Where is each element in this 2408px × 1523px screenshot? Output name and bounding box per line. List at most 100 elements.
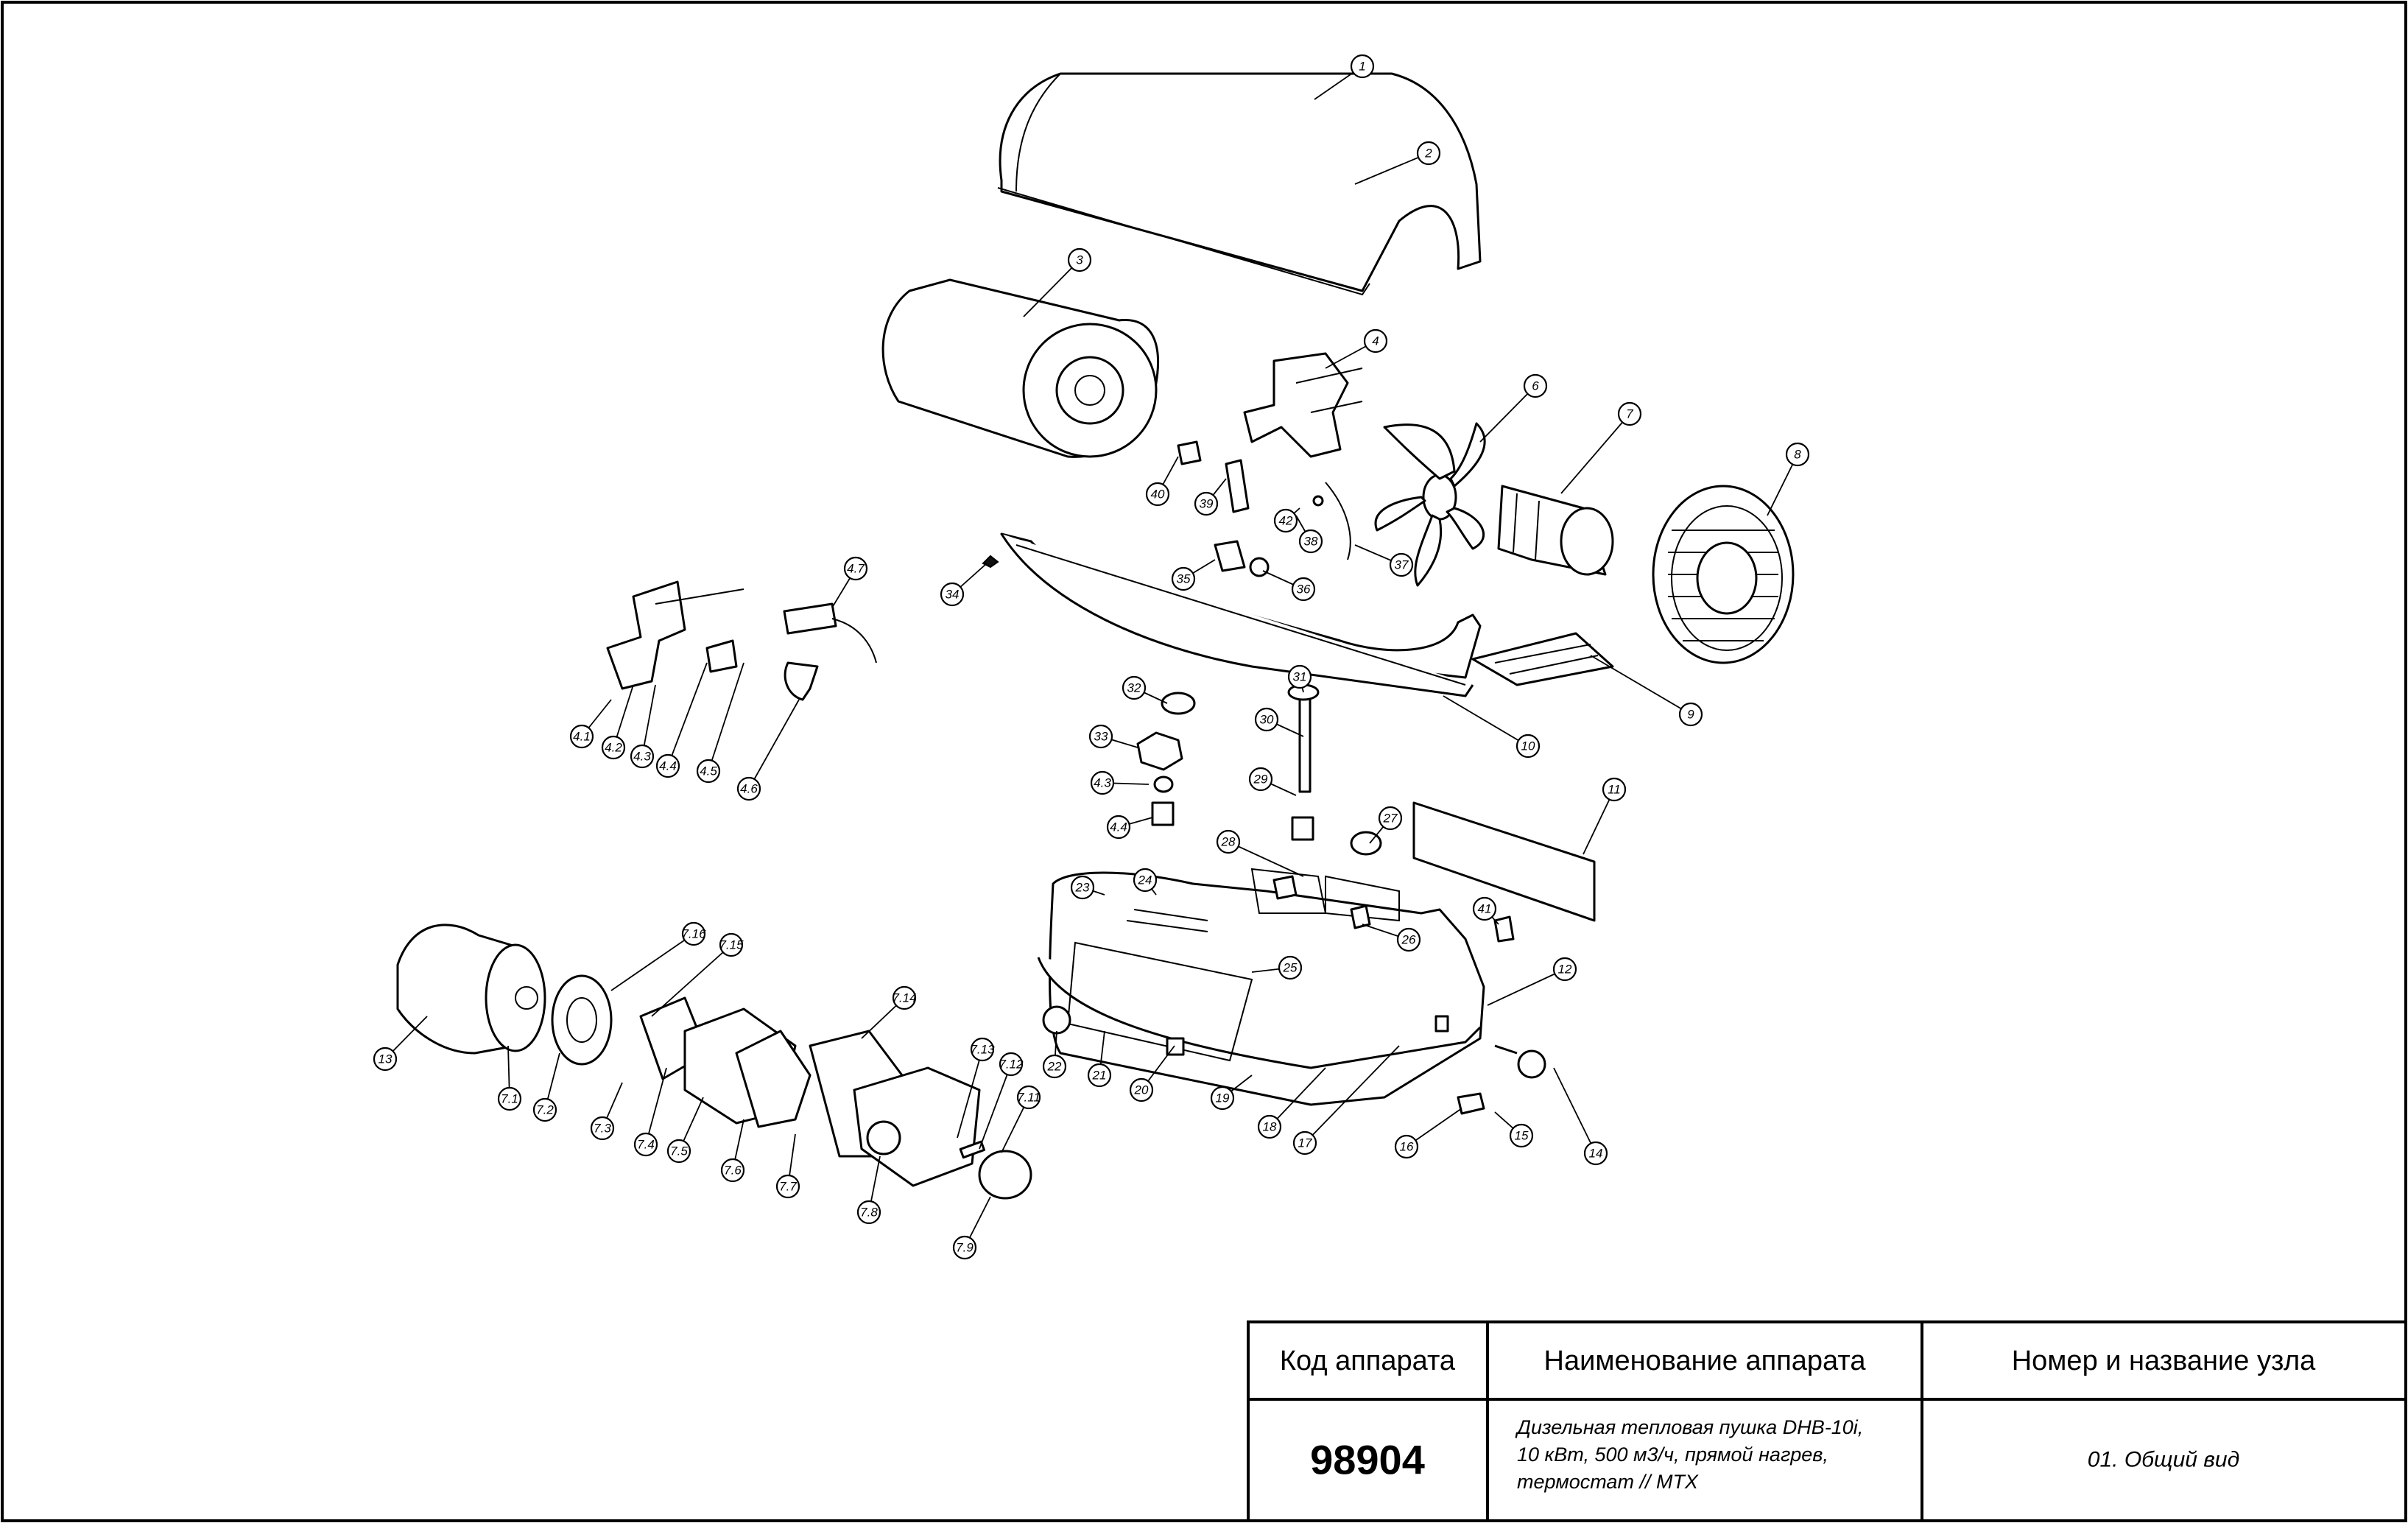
callout-circle [1292,1130,1317,1156]
callout-17: 17 [1292,1045,1400,1156]
callout-11: 11 [1583,777,1627,855]
callout-label: 35 [1177,572,1191,586]
callout-circle [1509,1123,1534,1148]
callout-circle [590,1116,615,1141]
callout-circle [843,556,868,581]
callout-label: 17 [1298,1136,1312,1150]
callout-label: 4.7 [847,562,865,576]
callout-circle [1350,54,1375,79]
callout-label: 28 [1221,835,1236,849]
callout-7-5: 7.5 [666,1097,704,1164]
callout-label: 16 [1400,1140,1414,1154]
callout-circle [940,582,965,607]
callout-39: 39 [1194,478,1227,516]
callout-circle [999,1052,1024,1077]
callout-circle [720,1158,745,1183]
callout-circle [601,735,626,760]
callout-label: 21 [1092,1069,1107,1083]
callout-label: 38 [1304,535,1318,549]
part-fan-impeller [1374,422,1486,587]
callout-circle [1678,702,1703,727]
callout-label: 25 [1283,961,1298,975]
callout-4-4: 4.4 [1106,815,1153,840]
callout-label: 10 [1521,739,1535,753]
equipment-code: 98904 [1310,1437,1425,1483]
callout-4-2: 4.2 [601,684,634,760]
callout-label: 4.3 [1094,776,1111,790]
callout-label: 7.11 [1017,1091,1041,1105]
callout-circle [1145,482,1170,507]
callout-33: 33 [1088,724,1138,749]
leader-line [651,944,732,1017]
callout-16: 16 [1394,1108,1462,1159]
callout-label: 7.8 [860,1206,878,1220]
callout-label: 7.2 [536,1103,554,1117]
leader-line [1443,695,1529,747]
callout-7-2: 7.2 [532,1052,560,1122]
callout-7-3: 7.3 [590,1082,623,1141]
callout-circle [1291,577,1316,602]
callout-13: 13 [373,1016,428,1072]
callout-label: 12 [1558,963,1572,977]
callout-label: 4.1 [573,730,591,744]
leader-line [1590,655,1691,715]
callout-circle [1363,328,1388,354]
leader-line [1269,1067,1326,1128]
callout-label: 7.12 [999,1058,1024,1072]
part-small-fittings [982,440,1546,1115]
callout-label: 39 [1200,497,1214,511]
callout-40: 40 [1145,456,1179,507]
callout-label: 20 [1134,1083,1149,1097]
callout-4-5: 4.5 [696,662,744,784]
callout-circle [666,1139,691,1164]
leader-line [1228,841,1304,877]
callout-14: 14 [1553,1067,1608,1166]
callout-label: 31 [1293,670,1307,684]
callout-7-4: 7.4 [633,1067,667,1157]
callout-circle [1523,373,1548,398]
leader-line [1304,1045,1400,1144]
callout-7-9: 7.9 [952,1196,991,1260]
callout-4-4: 4.4 [655,662,708,778]
callout-label: 7.4 [637,1138,655,1152]
callout-32: 32 [1122,675,1168,704]
callout-label: 42 [1279,514,1293,528]
callout-label: 27 [1383,812,1398,826]
part-upper-cover [997,72,1482,296]
callout-23: 23 [1070,875,1105,900]
callout-label: 24 [1138,873,1152,887]
title-block: Код аппарата Наименование аппарата Номер… [1247,1320,2407,1522]
callout-label: 34 [946,588,960,602]
callout-circle [569,724,594,749]
header-name: Наименование аппарата [1544,1346,1867,1376]
callout-label: 7.3 [594,1122,611,1136]
callout-42: 42 [1273,507,1300,533]
callout-label: 37 [1395,558,1409,572]
callout-label: 4.6 [740,782,758,796]
callout-4-6: 4.6 [736,699,800,801]
leader-line [1479,385,1536,443]
leader-line [957,1049,983,1139]
callout-label: 36 [1297,583,1311,597]
callout-7-7: 7.7 [775,1133,800,1199]
part-igniter-assembly [606,580,877,701]
callout-label: 4.2 [605,741,622,755]
callout-circle [1278,955,1303,980]
callout-circle [1194,491,1219,516]
callout-label: 7.9 [956,1241,974,1255]
callout-circle [630,744,655,769]
callout-circle [633,1132,658,1157]
callout-27: 27 [1369,806,1403,844]
leader-line [1583,789,1615,855]
callout-circle [1210,1086,1235,1111]
callout-label: 6 [1532,379,1539,393]
callout-circle [1133,868,1158,893]
callout-circle [1067,247,1092,272]
callout-label: 32 [1127,681,1141,695]
callout-circle [1396,927,1421,952]
callout-7-14: 7.14 [861,985,917,1039]
callout-34: 34 [940,563,988,607]
callout-circle [1171,566,1196,591]
callout-circle [1042,1054,1067,1079]
